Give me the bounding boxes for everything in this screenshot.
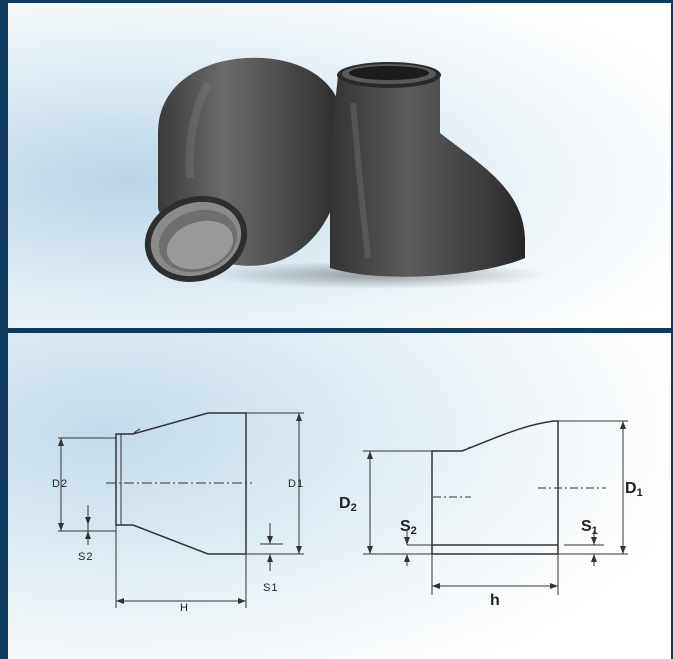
label-h-left: H <box>180 602 189 614</box>
label-s1-left: S1 <box>263 582 278 594</box>
photo-panel <box>8 3 671 328</box>
label-d2-left: D2 <box>52 478 68 490</box>
label-h-right: h <box>490 592 500 609</box>
left-drawing <box>58 412 304 608</box>
right-reducer-body <box>330 75 525 277</box>
label-d1-left: D1 <box>288 478 304 490</box>
label-d2-right: D2 <box>339 495 357 514</box>
eccentric-reducers-photo <box>144 57 548 289</box>
label-s1-right: S1 <box>581 518 598 537</box>
drawing-panel: D2 D1 S2 S1 H D2 D1 S2 S1 h <box>8 333 671 659</box>
label-d1-right: D1 <box>625 480 643 499</box>
right-drawing <box>363 420 628 595</box>
technical-drawings: D2 D1 S2 S1 H D2 D1 S2 S1 h <box>52 412 643 614</box>
label-s2-left: S2 <box>78 551 93 563</box>
label-s2-right: S2 <box>400 518 417 537</box>
panel-divider <box>8 328 671 333</box>
